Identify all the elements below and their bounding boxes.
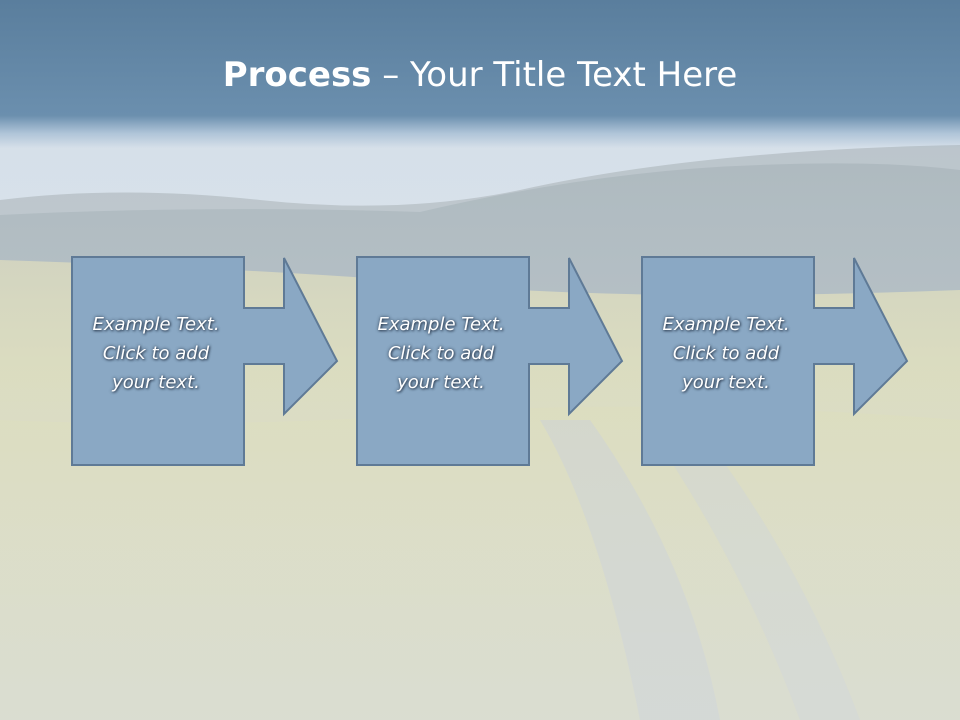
slide-title[interactable]: Process – Your Title Text Here: [0, 52, 960, 98]
step-text-line: Click to add: [102, 343, 210, 364]
step-text-line: your text.: [397, 372, 485, 393]
step-text-1[interactable]: Example Text. Click to add your text.: [71, 310, 241, 397]
title-rest: – Your Title Text Here: [371, 55, 738, 95]
title-strong: Process: [222, 55, 372, 95]
step-arrow-shape-2: [356, 256, 624, 466]
process-step-2[interactable]: Example Text. Click to add your text.: [356, 256, 696, 468]
step-text-2[interactable]: Example Text. Click to add your text.: [356, 310, 526, 397]
step-text-3[interactable]: Example Text. Click to add your text.: [641, 310, 811, 397]
step-text-line: your text.: [112, 372, 200, 393]
title-bar: [0, 0, 960, 148]
step-text-line: Click to add: [672, 343, 780, 364]
step-text-line: Example Text.: [377, 314, 505, 335]
step-text-line: Example Text.: [662, 314, 790, 335]
process-step-1[interactable]: Example Text. Click to add your text.: [71, 256, 411, 468]
step-text-line: your text.: [682, 372, 770, 393]
step-arrow-shape-1: [71, 256, 339, 466]
step-text-line: Click to add: [387, 343, 495, 364]
step-text-line: Example Text.: [92, 314, 220, 335]
process-step-3[interactable]: Example Text. Click to add your text.: [641, 256, 960, 468]
step-arrow-shape-3: [641, 256, 909, 466]
